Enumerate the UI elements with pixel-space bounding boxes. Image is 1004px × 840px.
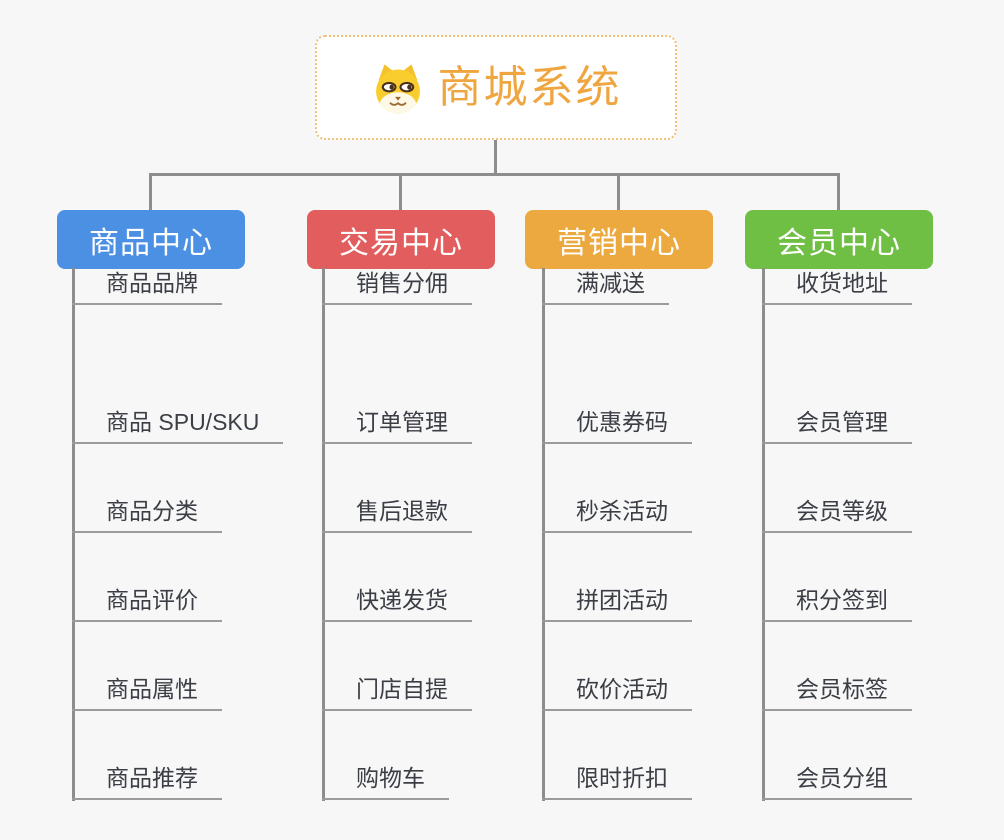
branch-column-product-center: 商品 SPU/SKU 商品分类 商品评价 商品属性 商品推荐 商品品牌 — [72, 268, 322, 809]
mindmap-node[interactable]: 收货地址 — [762, 269, 912, 305]
branch-header-marketing-center[interactable]: 营销中心 — [525, 210, 713, 269]
branch-trunk — [72, 268, 75, 801]
mindmap-node[interactable]: 商品属性 — [72, 675, 222, 711]
mindmap-node[interactable]: 会员分组 — [762, 764, 912, 800]
mindmap-node[interactable]: 会员标签 — [762, 675, 912, 711]
branch-trunk — [762, 268, 765, 801]
mindmap-node[interactable]: 会员管理 — [762, 408, 912, 444]
connector-drop-product — [149, 175, 152, 210]
mindmap-node[interactable]: 商品评价 — [72, 586, 222, 622]
mindmap-node[interactable]: 限时折扣 — [542, 764, 692, 800]
connector-drop-member — [837, 175, 840, 210]
mindmap-node[interactable]: 购物车 — [322, 764, 449, 800]
mindmap-node[interactable]: 秒杀活动 — [542, 497, 692, 533]
branch-trunk — [322, 268, 325, 801]
branch-header-product-center[interactable]: 商品中心 — [57, 210, 245, 269]
mindmap-node[interactable]: 商品品牌 — [72, 269, 222, 305]
connector-drop-trade — [399, 175, 402, 210]
mindmap-node[interactable]: 砍价活动 — [542, 675, 692, 711]
mindmap-node[interactable]: 拼团活动 — [542, 586, 692, 622]
mindmap-node[interactable]: 快递发货 — [322, 586, 472, 622]
mindmap-node[interactable]: 商品分类 — [72, 497, 222, 533]
mindmap-node[interactable]: 门店自提 — [322, 675, 472, 711]
connector-root-stem — [494, 140, 497, 174]
mindmap-node[interactable]: 商品推荐 — [72, 764, 222, 800]
mindmap-node[interactable]: 满减送 — [542, 269, 669, 305]
mindmap-node[interactable]: 优惠券码 — [542, 408, 692, 444]
mindmap-node[interactable]: 订单管理 — [322, 408, 472, 444]
mindmap-node[interactable]: 售后退款 — [322, 497, 472, 533]
mindmap-node[interactable]: 销售分佣 — [322, 269, 472, 305]
branch-column-trade-center: 订单管理 售后退款 快递发货 门店自提 购物车 销售分佣 — [322, 268, 572, 809]
branch-column-member-center: 会员管理 会员等级 积分签到 会员标签 会员分组 收货地址 — [762, 268, 1004, 809]
mindmap-node[interactable]: 积分签到 — [762, 586, 912, 622]
mindmap-node[interactable]: 商品 SPU/SKU — [72, 408, 284, 444]
connector-drop-marketing — [617, 175, 620, 210]
branch-header-trade-center[interactable]: 交易中心 — [307, 210, 495, 269]
branch-header-member-center[interactable]: 会员中心 — [745, 210, 933, 269]
root-node[interactable]: 商城系统 — [315, 35, 677, 140]
branch-trunk — [542, 268, 545, 801]
mindmap-node[interactable]: 会员等级 — [762, 497, 912, 533]
root-title: 商城系统 — [437, 62, 622, 112]
shiba-dog-icon — [375, 63, 420, 113]
connector-horizontal-bar — [149, 173, 840, 176]
branch-column-marketing-center: 优惠券码 秒杀活动 拼团活动 砍价活动 限时折扣 满减送 — [542, 268, 792, 809]
